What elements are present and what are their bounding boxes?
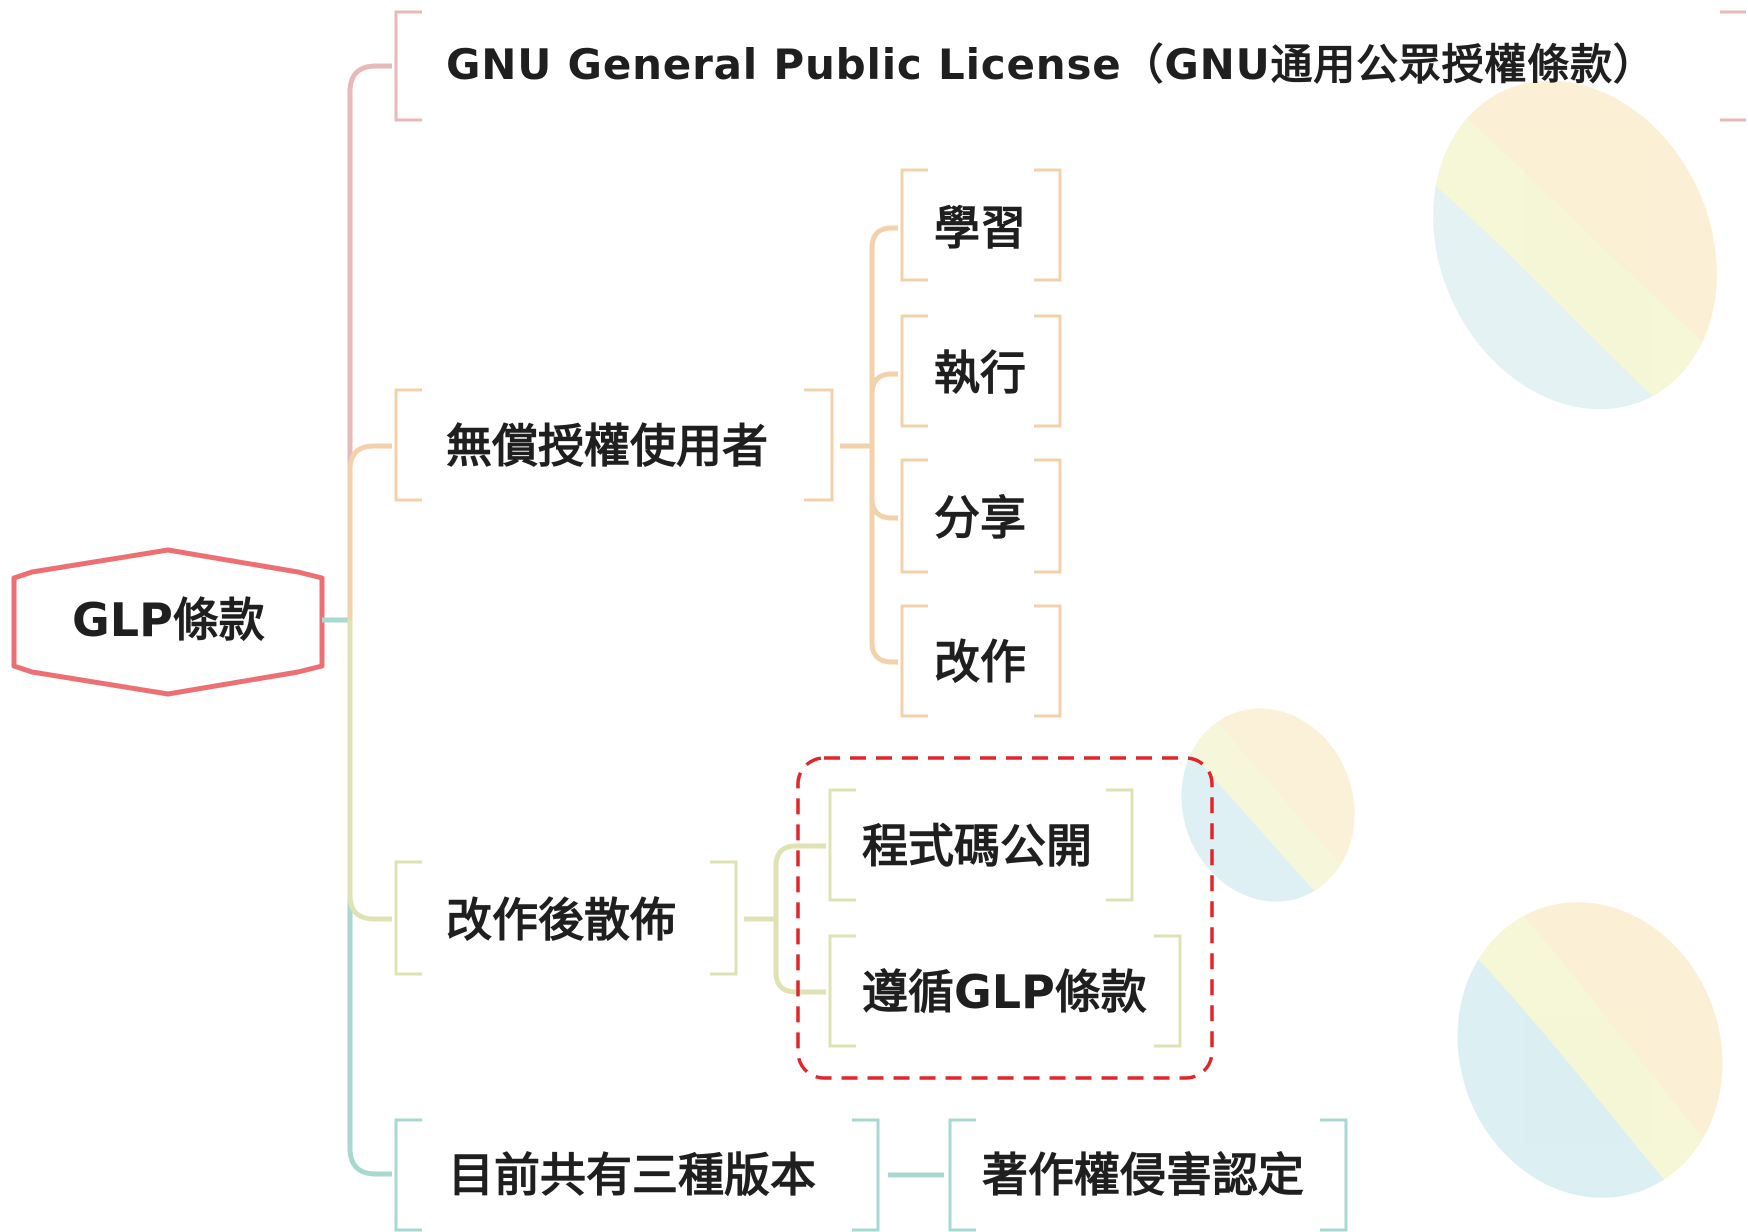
branch-versions-brackets <box>394 1118 1348 1232</box>
balloon-decoration-3 <box>1416 864 1748 1232</box>
branch-license-label[interactable]: GNU General Public License（GNU通用公眾授權條款） <box>446 40 1656 89</box>
root-node-shape <box>11 547 325 697</box>
root-node-label[interactable]: GLP條款 <box>72 593 265 647</box>
free-use-connectors <box>840 225 898 665</box>
balloon-decoration-2 <box>1154 683 1382 927</box>
child-share-label[interactable]: 分享 <box>934 491 1026 545</box>
branch-versions-label[interactable]: 目前共有三種版本 <box>448 1148 816 1202</box>
child-follow-glp-label[interactable]: 遵循GLP條款 <box>862 965 1147 1019</box>
branch-license-brackets <box>394 10 1746 122</box>
child-source-open-label[interactable]: 程式碼公開 <box>862 819 1092 873</box>
branch-free-use-brackets <box>394 388 834 502</box>
child-modify-label[interactable]: 改作 <box>934 635 1026 689</box>
branch-free-use-label[interactable]: 無償授權使用者 <box>446 419 768 473</box>
child-learn-label[interactable]: 學習 <box>934 201 1026 255</box>
child-infringement-label[interactable]: 著作權侵害認定 <box>982 1148 1304 1202</box>
highlight-dashed-frame <box>796 756 1214 1080</box>
trunk-connectors <box>322 63 392 1177</box>
branch-redistribute-brackets <box>394 860 738 976</box>
redistribute-children-brackets <box>828 788 1182 1048</box>
redistribute-connectors <box>744 843 826 995</box>
branch-redistribute-label[interactable]: 改作後散佈 <box>446 893 676 947</box>
free-use-children-brackets <box>900 168 1062 718</box>
child-run-label[interactable]: 執行 <box>934 346 1026 400</box>
